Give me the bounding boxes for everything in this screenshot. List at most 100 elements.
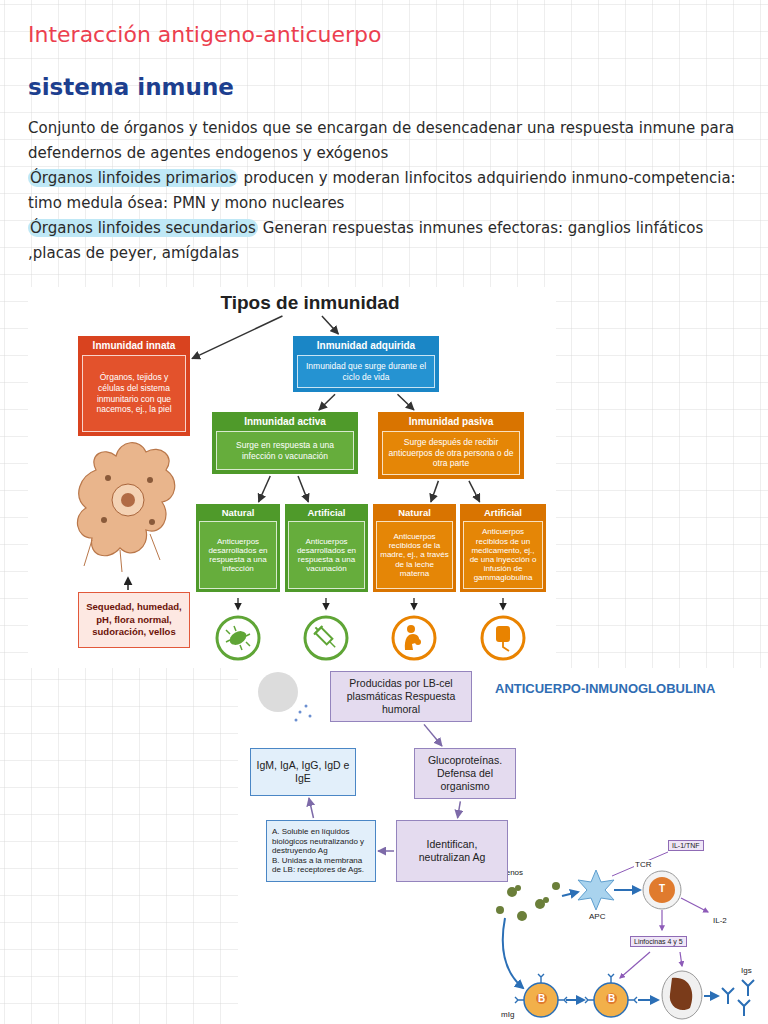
cell-blob bbox=[258, 672, 312, 722]
intro-paragraph: Conjunto de órganos y tenidos que se enc… bbox=[28, 116, 743, 266]
infusion-icon-part bbox=[496, 626, 510, 642]
cell-illustration-part bbox=[147, 477, 153, 483]
connector-arrow bbox=[309, 798, 314, 818]
box-body: Órganos, tejidos y células del sistema i… bbox=[82, 355, 186, 432]
immune-response-illustration-part-part bbox=[538, 974, 544, 983]
box-heading: Sequedad, humedad, pH, flora normal, sud… bbox=[85, 601, 183, 638]
icon-arrows bbox=[238, 598, 503, 609]
immune-response-illustration-part bbox=[722, 980, 754, 1016]
immune-response-illustration-part-part bbox=[608, 974, 614, 983]
cell-illustration-part bbox=[101, 517, 107, 523]
figure-label: IL-1/TNF bbox=[668, 840, 704, 851]
figure-label: Linfocinas 4 y 5 bbox=[630, 936, 687, 947]
concept-box: ArtificialAnticuerpos desarrollados en r… bbox=[285, 504, 368, 592]
mother-icon-part bbox=[393, 617, 435, 659]
figure-label: APC bbox=[588, 912, 606, 921]
cell-illustration-part bbox=[77, 443, 174, 556]
immune-response-illustration-part bbox=[566, 999, 584, 1001]
infusion-icon-part bbox=[503, 642, 509, 651]
immune-response-illustration-part bbox=[612, 852, 668, 876]
cell-illustration-part bbox=[112, 484, 144, 516]
concept-box: Sequedad, humedad, pH, flora normal, sud… bbox=[78, 592, 190, 648]
immune-response-illustration-part bbox=[594, 983, 628, 1017]
vaccine-icon-part-part bbox=[314, 626, 322, 634]
immune-response-illustration-part bbox=[662, 971, 702, 1019]
page-title: Interacción antigeno-anticuerpo bbox=[28, 22, 381, 47]
immune-response-illustration-part-part bbox=[552, 882, 560, 890]
immune-response-illustration-part-part bbox=[742, 980, 754, 996]
box-heading: Identifican, neutralizan Ag bbox=[402, 838, 502, 864]
box-body: Anticuerpos desarrollados en respuesta a… bbox=[288, 521, 365, 589]
mother-icon-part bbox=[407, 625, 415, 633]
box-body: Surge en respuesta a una infección o vac… bbox=[216, 431, 354, 470]
mother-icon bbox=[393, 617, 435, 659]
immune-response-illustration-part bbox=[524, 983, 558, 1017]
icon-arrows-part bbox=[325, 598, 326, 609]
figure-label: mIg bbox=[500, 1010, 515, 1019]
mother-icon-part bbox=[415, 639, 421, 645]
immune-response-illustration-part bbox=[578, 870, 614, 910]
box-heading: Inmunidad adquirida bbox=[293, 336, 439, 355]
concept-box: Inmunidad adquiridaInmunidad que surge d… bbox=[293, 336, 439, 392]
immune-response-illustration-part-part bbox=[722, 988, 734, 1004]
figure-label: IL-2 bbox=[712, 916, 728, 925]
connector-arrow bbox=[424, 724, 442, 746]
concept-box: Identifican, neutralizan Ag bbox=[396, 820, 508, 882]
immune-response-illustration-part bbox=[503, 918, 523, 988]
connector-arrow bbox=[397, 394, 413, 410]
box-body: Anticuerpos desarrollados en respuesta a… bbox=[199, 521, 277, 589]
immune-response-illustration-part-part bbox=[543, 897, 549, 903]
connector-arrow bbox=[469, 481, 480, 502]
vaccine-icon-part bbox=[305, 617, 347, 659]
vaccine-icon-part-part bbox=[330, 642, 336, 648]
cell-illustration bbox=[77, 443, 174, 590]
box-heading: Natural bbox=[373, 504, 456, 521]
concept-box: Producidas por LB-cel plasmáticas Respue… bbox=[330, 671, 472, 722]
box-heading: Producidas por LB-cel plasmáticas Respue… bbox=[336, 677, 466, 716]
immune-response-illustration-part bbox=[661, 910, 662, 930]
highlighted-term: Órganos linfoides primarios bbox=[28, 169, 238, 187]
cell-illustration-part bbox=[121, 493, 135, 507]
immune-response-illustration-part bbox=[620, 952, 650, 978]
paragraph-line: Conjunto de órganos y tenidos que se enc… bbox=[28, 116, 743, 166]
box-body: B. Unidas a la membrana de LB: receptore… bbox=[272, 856, 370, 875]
body-text: Conjunto de órganos y tenidos que se enc… bbox=[28, 119, 734, 162]
box-heading: IgM, IgA, IgG, IgD e IgE bbox=[256, 759, 350, 785]
figure-label: TCR bbox=[634, 860, 652, 869]
cell-blob-part bbox=[258, 672, 298, 712]
concept-box: NaturalAnticuerpos desarrollados en resp… bbox=[196, 504, 280, 592]
concept-box: NaturalAnticuerpos recibidos de la madre… bbox=[373, 504, 456, 592]
cell-blob-part bbox=[295, 719, 298, 722]
cell-illustration-part bbox=[105, 475, 111, 481]
immune-response-illustration-part-part bbox=[496, 906, 504, 914]
concept-box: Glucoproteínas. Defensa del organismo bbox=[414, 748, 516, 799]
icon-arrows-part bbox=[502, 598, 503, 609]
cell-illustration-part bbox=[84, 534, 160, 572]
immune-response-illustration-part bbox=[681, 898, 708, 912]
vaccine-icon-part bbox=[311, 623, 339, 651]
cell-illustration-part bbox=[149, 519, 155, 525]
infection-icon-part bbox=[217, 617, 259, 659]
concept-box: Inmunidad activaSurge en respuesta a una… bbox=[212, 412, 358, 474]
connector-arrow bbox=[298, 476, 308, 502]
connector-arrow bbox=[431, 481, 439, 502]
box-heading: Artificial bbox=[460, 504, 546, 521]
immune-response-illustration-part-part bbox=[585, 997, 594, 1003]
immune-response-illustration-part-part bbox=[515, 885, 521, 891]
connector-arrow bbox=[458, 801, 461, 818]
immune-response-illustration-part-part bbox=[517, 911, 527, 921]
vaccine-icon-part-part bbox=[315, 627, 318, 630]
box-heading: Inmunidad pasiva bbox=[378, 412, 524, 431]
figure-label: T bbox=[657, 883, 667, 894]
infection-icon bbox=[217, 617, 259, 659]
connector-arrow bbox=[378, 850, 394, 852]
diagram-heading: Tipos de inmunidad bbox=[210, 292, 410, 314]
immune-response-illustration-part bbox=[643, 871, 681, 909]
infection-icon-part bbox=[227, 628, 249, 647]
icon-arrows-part bbox=[237, 598, 238, 609]
box-body: Surge después de recibir anticuerpos de … bbox=[382, 431, 520, 475]
icon-arrows-part bbox=[413, 598, 414, 609]
paragraph-line: Órganos linfoides primariosproducen y mo… bbox=[28, 166, 743, 216]
highlighted-term: Órganos linfoides secundarios bbox=[28, 219, 258, 237]
